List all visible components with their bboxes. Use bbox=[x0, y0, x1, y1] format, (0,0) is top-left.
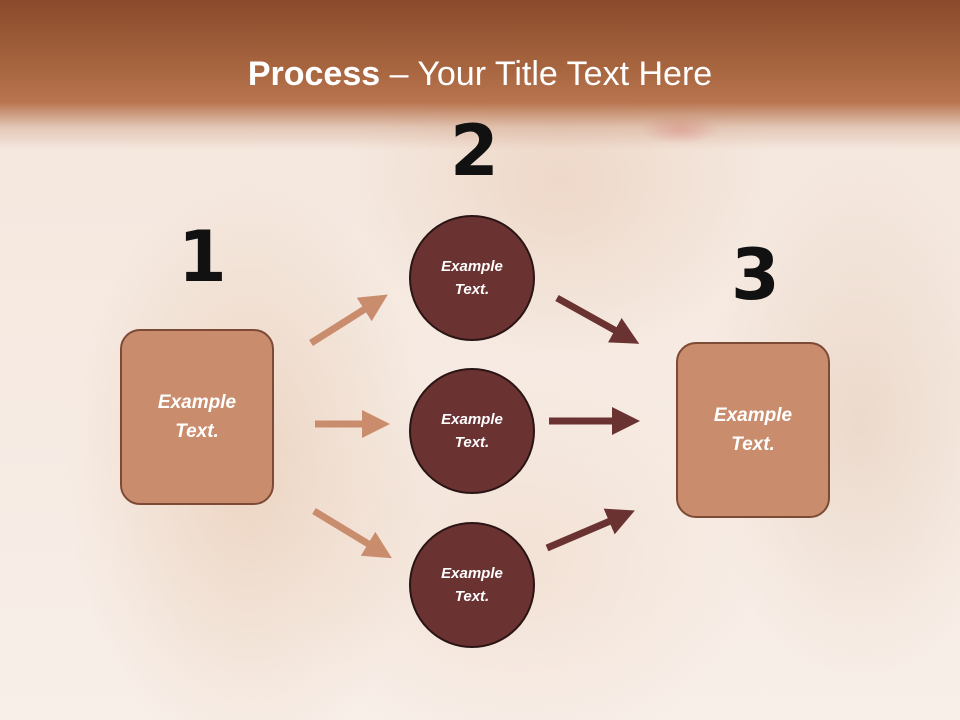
title-rest: – Your Title Text Here bbox=[380, 55, 713, 93]
circle-middle: Example Text. bbox=[409, 368, 535, 494]
arrow-left-to-top bbox=[309, 294, 388, 346]
circle-bottom: Example Text. bbox=[409, 522, 535, 648]
arrow-left-to-bottom bbox=[312, 508, 392, 559]
step-number-3: 3 bbox=[731, 234, 780, 316]
left-box: Example Text. bbox=[120, 329, 274, 505]
title-bar bbox=[0, 0, 960, 150]
circle-top: Example Text. bbox=[409, 215, 535, 341]
arrow-top-to-right bbox=[555, 294, 640, 344]
slide-title: Process – Your Title Text Here bbox=[0, 52, 960, 96]
left-box-text: Example Text. bbox=[157, 392, 237, 442]
step-number-2: 2 bbox=[450, 110, 499, 192]
right-box-text: Example Text. bbox=[713, 405, 793, 455]
arrow-bottom-to-right bbox=[545, 508, 635, 552]
right-box: Example Text. bbox=[676, 342, 830, 518]
circle-bottom-text: Example Text. bbox=[441, 565, 503, 605]
step-number-1: 1 bbox=[178, 216, 227, 298]
circle-top-text: Example Text. bbox=[441, 258, 503, 298]
title-bold: Process bbox=[247, 55, 381, 93]
circle-middle-text: Example Text. bbox=[441, 411, 503, 451]
